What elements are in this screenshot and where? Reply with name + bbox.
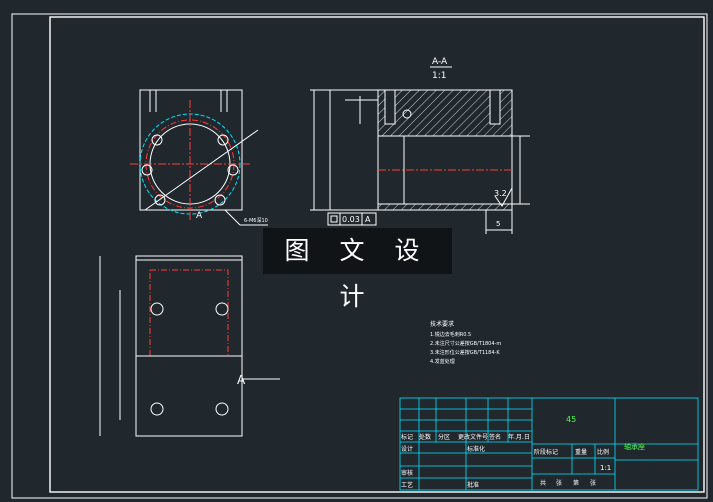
- lbl-batch: 批准: [467, 481, 479, 489]
- title-block: [399, 397, 699, 491]
- material: 45: [566, 415, 576, 424]
- hdr-zone: 分区: [438, 433, 450, 441]
- lbl-review: 审核: [401, 469, 413, 477]
- sheet-total: 共: [540, 479, 546, 487]
- tech-line-3: 3.未注形位公差按GB/T1184-K: [430, 349, 500, 356]
- roughness-symbol: [494, 187, 513, 207]
- sheet-unit2: 张: [590, 479, 596, 487]
- flatness-datum: A: [365, 215, 371, 224]
- lbl-std: 标准化: [467, 445, 485, 453]
- flatness-frame: [327, 212, 377, 226]
- stage-weight: 重量: [575, 448, 587, 456]
- sheet-unit1: 张: [556, 479, 562, 487]
- hdr-date: 年.月.日: [508, 433, 530, 441]
- section-label: A-A: [432, 57, 448, 67]
- hole-callout: 6-M6深10: [244, 217, 268, 224]
- dim-right: 5: [496, 220, 500, 228]
- tech-line-4: 4.发蓝处理: [430, 358, 455, 365]
- sheet-num: 第: [573, 479, 579, 487]
- inner-frame: [49, 16, 705, 493]
- top-view: [99, 255, 280, 437]
- hdr-mark: 标记: [401, 433, 413, 441]
- view-marker: A: [237, 373, 246, 387]
- scale-value: 1:1: [600, 464, 611, 472]
- hdr-sign: 签名: [489, 433, 501, 441]
- lbl-design: 设计: [401, 445, 413, 453]
- watermark-banner: 图 文 设 计: [263, 228, 452, 311]
- roughness-value: 3.2: [494, 189, 507, 198]
- section-view: [310, 89, 530, 234]
- flatness-value: 0.03: [342, 215, 360, 224]
- part-name: 轴承座: [624, 442, 645, 451]
- stage-mark: 阶段标记: [534, 448, 558, 456]
- stage-scale: 比例: [597, 448, 609, 456]
- cut-marker-a: A: [196, 211, 203, 221]
- section-scale: 1:1: [432, 71, 446, 81]
- outer-frame: [11, 13, 708, 499]
- tech-line-1: 1.锐边去毛刺R0.5: [430, 331, 471, 338]
- hdr-change: 更改文件号: [458, 433, 488, 441]
- hdr-count: 处数: [419, 433, 431, 441]
- tech-title: 技术要求: [430, 320, 454, 328]
- lbl-process: 工艺: [401, 481, 413, 489]
- tech-line-2: 2.未注尺寸公差按GB/T1804-m: [430, 340, 501, 347]
- front-view: [130, 89, 268, 226]
